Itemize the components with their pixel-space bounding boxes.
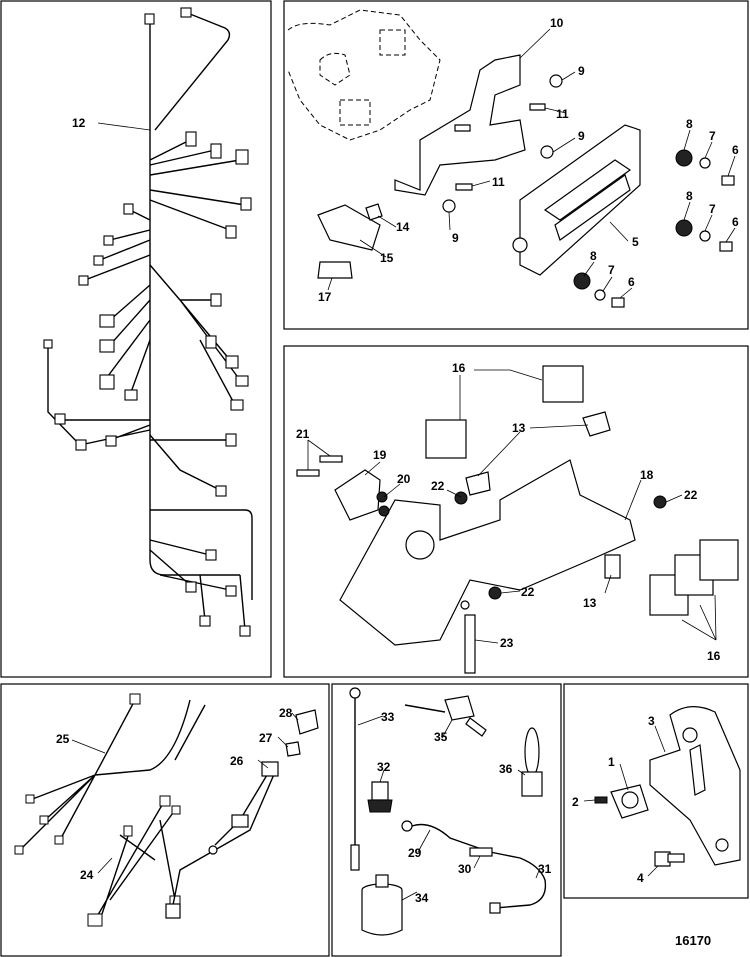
bracket-leaders <box>583 725 666 877</box>
callout-8a: 8 <box>686 117 693 131</box>
callout-7a: 7 <box>709 129 716 143</box>
callout-27: 27 <box>259 731 273 745</box>
panel-main-harness <box>0 0 272 678</box>
panel-bracket-assembly <box>563 683 749 899</box>
harness-29-31 <box>401 820 547 914</box>
callout-13a: 13 <box>512 421 526 435</box>
ecm-leaders <box>327 28 736 299</box>
callout-11a: 11 <box>556 107 569 121</box>
callout-10: 10 <box>550 16 564 30</box>
callout-6b: 6 <box>732 215 739 229</box>
bracket-plate <box>649 706 741 866</box>
callout-17: 17 <box>318 290 332 304</box>
callout-7c: 7 <box>608 263 615 277</box>
sensor-35 <box>404 695 487 737</box>
panel-ecm <box>283 0 749 330</box>
callout-34: 34 <box>415 891 429 905</box>
callout-19: 19 <box>373 448 387 462</box>
callout-22a: 22 <box>431 479 445 493</box>
relays <box>425 365 739 616</box>
callout-26: 26 <box>230 754 244 768</box>
relay-leaders <box>307 369 717 644</box>
relay-clips <box>465 411 621 579</box>
callout-9b: 9 <box>578 129 585 143</box>
lead-36 <box>521 727 543 797</box>
callout-15: 15 <box>380 251 394 265</box>
callout-6a: 6 <box>732 143 739 157</box>
callout-12: 12 <box>72 116 86 130</box>
callout-1: 1 <box>608 755 615 769</box>
callout-28: 28 <box>279 706 293 720</box>
sensor-32 <box>367 781 393 813</box>
callout-29: 29 <box>408 846 422 860</box>
callout-33: 33 <box>381 710 395 724</box>
callout-25: 25 <box>56 732 70 746</box>
connector-plugs <box>285 709 319 757</box>
callout-9c: 9 <box>452 231 459 245</box>
callout-24: 24 <box>80 868 94 882</box>
callout-8c: 8 <box>590 249 597 263</box>
callout-20: 20 <box>397 472 411 486</box>
panel-sensors <box>331 683 562 957</box>
fuse-holder <box>317 203 383 279</box>
callout-5: 5 <box>632 235 639 249</box>
callout-2: 2 <box>572 795 579 809</box>
harness-24 <box>87 795 181 927</box>
main-wiring-harness <box>43 7 253 637</box>
harness-26 <box>165 761 279 919</box>
callout-21: 21 <box>296 427 310 441</box>
callout-22b: 22 <box>684 488 698 502</box>
callout-8b: 8 <box>686 189 693 203</box>
sensor-leaders <box>357 715 541 901</box>
bracket-clamp <box>610 784 649 819</box>
sensor-34 <box>361 874 403 936</box>
relay-mounting-bracket <box>339 459 636 646</box>
panel-harnesses <box>0 683 330 957</box>
callout-7b: 7 <box>709 202 716 216</box>
ecm-module <box>512 124 641 276</box>
bracket-hardware <box>594 796 685 867</box>
ecm-hardware <box>442 74 735 308</box>
callout-4: 4 <box>637 871 644 885</box>
harness-leaders <box>71 712 299 874</box>
callout-32: 32 <box>377 760 391 774</box>
callout-9a: 9 <box>578 64 585 78</box>
callout-36: 36 <box>499 762 513 776</box>
callout-3: 3 <box>648 714 655 728</box>
callout-13b: 13 <box>583 596 597 610</box>
callout-11b: 11 <box>492 175 505 189</box>
callout-6c: 6 <box>628 275 635 289</box>
engine-block-outline <box>287 9 441 141</box>
callout-30: 30 <box>458 862 472 876</box>
harness-25 <box>14 693 206 855</box>
callout-14: 14 <box>396 220 410 234</box>
callout-35: 35 <box>434 730 448 744</box>
figure-number: 16170 <box>675 933 711 948</box>
callout-16a: 16 <box>452 361 466 375</box>
callout-16b: 16 <box>707 649 721 663</box>
callout-22c: 22 <box>521 585 535 599</box>
sensor-33 <box>349 687 361 871</box>
callout-18: 18 <box>640 468 654 482</box>
callout-31: 31 <box>538 862 552 876</box>
panel-relay-bracket <box>283 345 749 678</box>
callout-23: 23 <box>500 636 514 650</box>
